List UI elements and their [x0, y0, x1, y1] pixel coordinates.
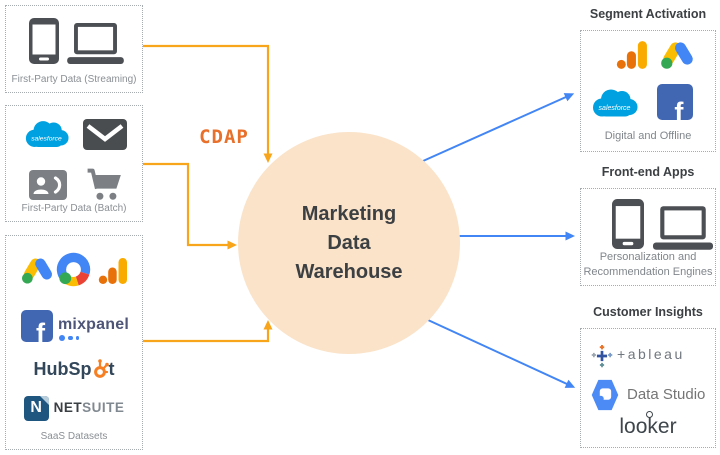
source-label-saas: SaaS Datasets — [40, 431, 108, 442]
smartphone-icon — [29, 18, 59, 64]
tableau-wordmark: +ableau — [617, 346, 685, 362]
google-analytics-icon — [98, 256, 128, 286]
destination-title-frontend-apps: Front-end Apps — [601, 165, 695, 179]
laptop-icon — [653, 206, 713, 250]
arrow-batch-to-warehouse — [143, 162, 237, 250]
netsuite-mark-icon: N — [23, 395, 49, 421]
mixpanel-logo: mixpanel — [58, 316, 194, 341]
destination-caption-segment-activation: Digital and Offline — [604, 129, 692, 142]
hubspot-sprocket-icon — [93, 359, 109, 378]
destination-title-customer-insights: Customer Insights — [593, 305, 703, 319]
source-label-batch: First-Party Data (Batch) — [21, 203, 127, 214]
netsuite-logo: N NETSUITE — [6, 394, 142, 422]
svg-text:salesforce: salesforce — [599, 105, 631, 112]
destination-caption-frontend-apps: Personalization and Recommendation Engin… — [583, 251, 713, 278]
salesforce-icon: salesforce — [23, 119, 69, 150]
destination-box-customer-insights: +ableau Data Studio looker — [580, 328, 716, 448]
source-label-streaming: First-Party Data (Streaming) — [11, 74, 137, 85]
source-box-first-party-batch: salesforce First-Party — [5, 105, 143, 222]
smartphone-icon — [612, 199, 644, 249]
destination-box-segment-activation: salesforce f Digital and Offline — [580, 30, 716, 152]
facebook-icon: f — [21, 310, 53, 342]
facebook-icon: f — [657, 84, 693, 120]
arrow-warehouse-to-segment-activation — [422, 93, 575, 162]
warehouse-title: Marketing Data Warehouse — [295, 202, 403, 283]
shopping-cart-icon — [86, 167, 124, 203]
tableau-mark-icon — [591, 344, 613, 368]
salesforce-icon: salesforce — [590, 87, 638, 120]
data-studio-label: Data Studio — [627, 386, 706, 403]
hubspot-logo: HubSp t — [33, 358, 115, 379]
google-ads-icon — [658, 37, 698, 71]
google-marketing-platform-icon — [56, 252, 91, 287]
google-ads-icon — [19, 253, 57, 286]
source-box-saas-datasets: f mixpanel HubSp t N NETSUITE — [5, 235, 143, 450]
arrow-warehouse-to-customer-insights — [427, 319, 576, 388]
google-analytics-icon — [616, 39, 648, 71]
laptop-icon — [67, 23, 124, 64]
destination-box-frontend-apps: Personalization and Recommendation Engin… — [580, 188, 716, 286]
destination-title-segment-activation: Segment Activation — [589, 7, 707, 21]
mixpanel-dots — [59, 335, 79, 341]
contacts-icon — [29, 170, 67, 200]
looker-ring-icon — [645, 411, 653, 418]
marketing-data-warehouse-node: Marketing Data Warehouse — [238, 132, 460, 354]
data-studio-icon — [589, 377, 621, 413]
cdap-label: CDAP — [199, 126, 249, 148]
looker-logo: looker — [581, 411, 715, 439]
svg-text:salesforce: salesforce — [31, 136, 62, 143]
source-box-first-party-streaming: First-Party Data (Streaming) — [5, 5, 143, 93]
email-icon — [83, 119, 127, 150]
